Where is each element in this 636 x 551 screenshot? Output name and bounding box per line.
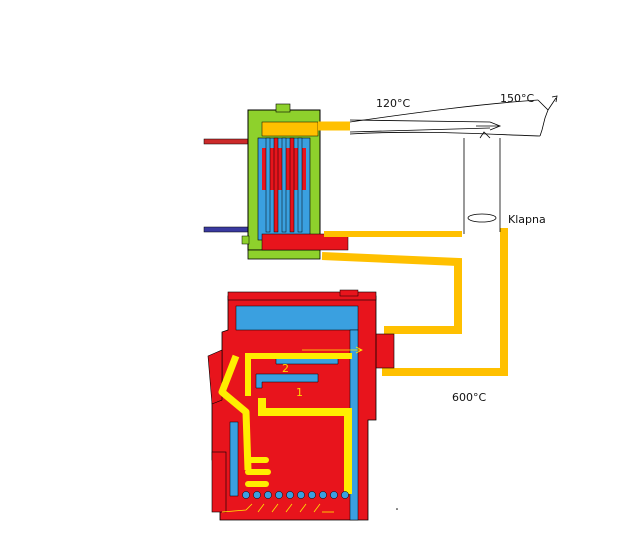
flame-path xyxy=(258,398,352,494)
loading-door xyxy=(207,349,223,405)
exchanger-top-cap xyxy=(275,103,291,113)
temp-label-600: 600°C xyxy=(452,391,486,404)
damper-flap xyxy=(467,213,497,223)
flue-riser xyxy=(321,252,462,334)
temp-label-150: 150°C xyxy=(500,92,534,105)
flue-ducts xyxy=(318,121,508,376)
flue-arrow xyxy=(302,346,363,354)
grate-fingers xyxy=(245,457,271,487)
hot-water-pipe xyxy=(203,138,255,145)
chimney-lines xyxy=(349,95,558,234)
bypass-duct xyxy=(382,228,508,376)
flame-path-upper xyxy=(245,353,352,396)
damper-label: Klapna xyxy=(508,213,546,226)
water-jacket-top xyxy=(235,305,359,331)
pass-label-1: 1 xyxy=(296,386,303,399)
fuel-chute xyxy=(218,354,252,471)
cold-water-pipe xyxy=(203,226,255,233)
water-jacket-left xyxy=(229,421,239,497)
pass-label-2: 2 xyxy=(282,362,289,375)
exchanger-bottom-hot xyxy=(261,233,349,251)
exchanger-base xyxy=(247,249,321,260)
stray-dot xyxy=(396,508,398,510)
boiler-lid xyxy=(227,291,377,301)
boiler xyxy=(207,289,395,521)
grate-bars xyxy=(242,491,349,499)
baffle-1 xyxy=(255,373,319,389)
boiler-lid-knob xyxy=(339,289,359,297)
temp-label-120: 120°C xyxy=(376,97,410,110)
exchanger-side-nub xyxy=(241,235,250,245)
air-flow-arrows xyxy=(221,503,334,513)
heat-exchanger xyxy=(203,103,349,260)
exchanger-flue-collector xyxy=(261,121,319,137)
ash-door xyxy=(211,451,227,513)
exchanger-tubes xyxy=(265,137,303,233)
